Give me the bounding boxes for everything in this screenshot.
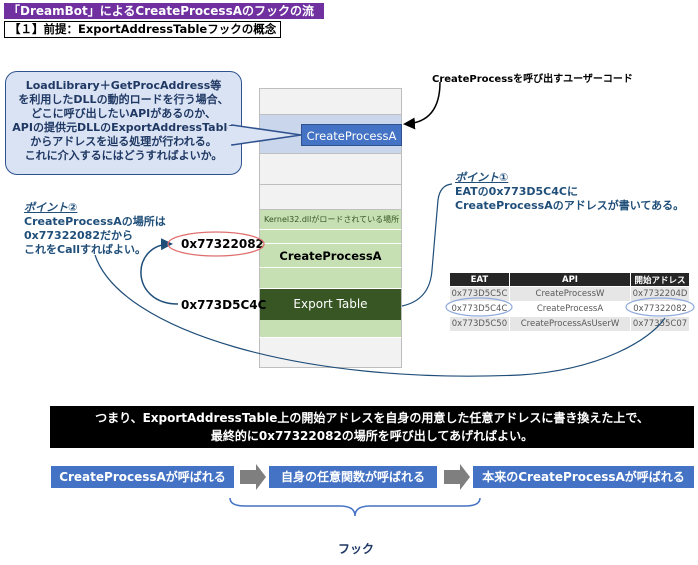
table-cell: CreateProcessA bbox=[508, 301, 632, 317]
target-address-label: 0x77322082 bbox=[181, 237, 264, 251]
bubble-line: を利用したDLLの動的ロードを行う場合、 bbox=[18, 93, 229, 106]
kernel32-region-label: Kernel32.dllがロードされている場所 bbox=[259, 210, 402, 230]
user-code-arrow bbox=[403, 81, 441, 130]
flow-step-1: CreateProcessAが呼ばれる bbox=[51, 466, 234, 488]
point-2-connector bbox=[94, 254, 666, 377]
export-table-block: Export Table bbox=[259, 289, 402, 320]
point-1-connector bbox=[401, 183, 453, 307]
point-2-line: 0x77322082だから bbox=[24, 229, 133, 242]
point-1-line: EATの0x773D5C4Cに bbox=[455, 185, 578, 198]
createprocessa-call-box: CreateProcessA bbox=[301, 124, 402, 146]
point-2-line: これをCallすればよい。 bbox=[24, 243, 147, 256]
memory-block bbox=[259, 338, 402, 368]
eat-entry-ellipse bbox=[445, 297, 513, 317]
table-row: 0x773D5C5C CreateProcessW 0x7732204D bbox=[449, 286, 690, 302]
eat-entry-address-label: 0x773D5C4C bbox=[181, 298, 267, 312]
diagram-title: 「DreamBot」によるCreateProcessAのフックの流れ bbox=[4, 3, 324, 34]
table-cell: 0x773D5C5C bbox=[449, 286, 510, 302]
table-cell: 0x773D5C50 bbox=[449, 316, 510, 332]
bubble-line: からアドレスを辿る処理が行われる。 bbox=[30, 135, 217, 148]
table-cell: 0x7732204D bbox=[630, 286, 690, 302]
bubble-tail bbox=[231, 124, 302, 146]
flow-step-2: 自身の任意関数が呼ばれる bbox=[269, 466, 437, 488]
memory-block bbox=[259, 88, 402, 115]
point-1-callout: ポイント① EATの0x773D5C4Cに CreateProcessAのアドレ… bbox=[455, 171, 684, 213]
table-cell: CreateProcessAsUserW bbox=[508, 316, 632, 332]
point-2-heading: ポイント② bbox=[24, 201, 78, 214]
eat-column-header: 開始アドレス bbox=[630, 272, 690, 287]
eat-table-header: EAT API 開始アドレス bbox=[449, 272, 690, 287]
hook-label: フック bbox=[338, 542, 375, 556]
flow-arrow-icon bbox=[444, 464, 470, 490]
eat-table: EAT API 開始アドレス 0x773D5C5C CreateProcessW… bbox=[449, 272, 690, 332]
memory-block-kernel32 bbox=[259, 268, 402, 289]
question-speech-bubble: LoadLibrary＋GetProcAddress等 を利用したDLLの動的ロ… bbox=[5, 71, 242, 175]
table-row: 0x773D5C4C CreateProcessA 0x77322082 bbox=[449, 301, 690, 317]
bubble-line: LoadLibrary＋GetProcAddress等 bbox=[25, 79, 222, 92]
memory-block-kernel32 bbox=[259, 230, 402, 244]
point-2-line: CreateProcessAの場所は bbox=[24, 215, 166, 228]
memory-block-kernel32 bbox=[259, 320, 402, 338]
bubble-line: APIの提供元DLLのExportAddressTable bbox=[12, 121, 235, 134]
start-address-ellipse bbox=[625, 297, 695, 317]
memory-block bbox=[259, 154, 402, 185]
table-cell: 0x77322082 bbox=[630, 301, 690, 317]
flow-step-3: 本来のCreateProcessAが呼ばれる bbox=[473, 466, 694, 488]
summary-line: 最終的に0x77322082の場所を呼び出してあげればよい。 bbox=[210, 429, 534, 443]
summary-box: つまり、ExportAddressTable上の開始アドレスを自身の用意した任意… bbox=[50, 406, 694, 448]
summary-line: つまり、ExportAddressTable上の開始アドレスを自身の用意した任意… bbox=[95, 411, 649, 425]
bubble-line: どこに呼び出したいAPIがあるのか、 bbox=[30, 107, 217, 120]
hook-brace bbox=[229, 497, 481, 517]
point-1-line: CreateProcessAのアドレスが書いてある。 bbox=[455, 199, 685, 212]
point-1-heading: ポイント① bbox=[455, 171, 509, 184]
diagram-subtitle: 【１】前提：ExportAddressTableフックの概念 bbox=[4, 21, 281, 38]
memory-block bbox=[259, 185, 402, 210]
eat-column-header: API bbox=[508, 272, 632, 287]
bubble-line: これに介入するにはどうすればよいか。 bbox=[24, 149, 223, 162]
target-address-ellipse bbox=[167, 231, 265, 257]
address-loop-arrow bbox=[140, 238, 179, 305]
point-2-callout: ポイント② CreateProcessAの場所は 0x77322082だから こ… bbox=[24, 201, 166, 257]
createprocessa-function-block: CreateProcessA bbox=[259, 244, 402, 268]
user-code-label: CreateProcessを呼び出すユーザーコード bbox=[432, 74, 633, 85]
flow-arrow-icon bbox=[240, 464, 266, 490]
